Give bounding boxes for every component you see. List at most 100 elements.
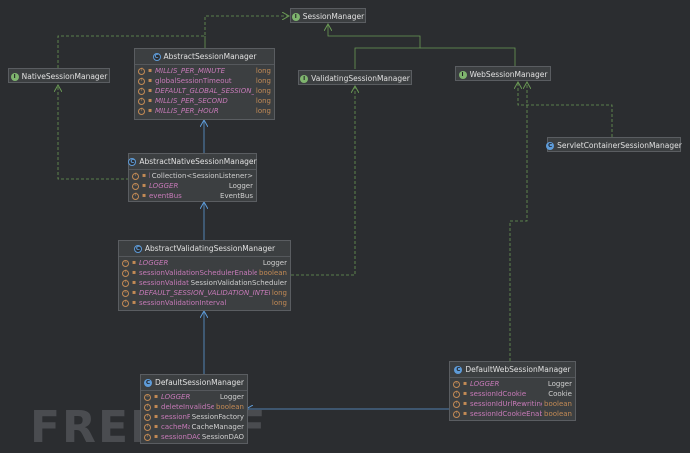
field-icon: f	[144, 423, 151, 431]
field-name: sessionDAO	[161, 433, 200, 441]
field-row[interactable]: f▪cacheManagerCacheManager	[144, 422, 244, 432]
field-name: MILLIS_PER_MINUTE	[155, 67, 226, 75]
lock-icon: ▪	[462, 410, 468, 417]
abstract-class-icon: C	[133, 244, 142, 253]
field-type: boolean	[216, 403, 244, 411]
lock-icon: ▪	[141, 182, 147, 189]
node-abstract-native-session-manager[interactable]: C AbstractNativeSessionManager f▪listene…	[128, 153, 257, 202]
node-header: I SessionManager	[291, 9, 365, 24]
field-row[interactable]: f▪listenersCollection<SessionListener>	[132, 171, 253, 181]
node-servlet-container-session-manager[interactable]: C ServletContainerSessionManager	[546, 137, 682, 153]
field-type: Logger	[262, 259, 287, 267]
node-title: AbstractValidatingSessionManager	[144, 243, 276, 253]
field-icon: f	[144, 433, 151, 441]
lock-icon: ▪	[153, 403, 159, 410]
node-header: C ServletContainerSessionManager	[546, 138, 682, 153]
node-title: ServletContainerSessionManager	[557, 140, 682, 150]
field-type: long	[255, 67, 271, 75]
field-type: SessionDAO	[201, 433, 244, 441]
field-row[interactable]: f▪sessionIdUrlRewritingEnabledboolean	[453, 399, 572, 409]
node-title: NativeSessionManager	[21, 71, 108, 81]
node-abstract-validating-session-manager[interactable]: C AbstractValidatingSessionManager s▪LOG…	[118, 240, 291, 311]
abstract-class-icon: C	[152, 52, 161, 61]
field-type: EventBus	[220, 192, 253, 200]
static-field-icon: s	[144, 393, 151, 401]
field-type: long	[271, 299, 287, 307]
node-native-session-manager[interactable]: I NativeSessionManager	[8, 68, 110, 83]
field-type: long	[271, 289, 287, 297]
field-row[interactable]: s▪LOGGER Logger	[122, 258, 287, 268]
lock-icon: ▪	[147, 67, 153, 74]
field-row[interactable]: s▪DEFAULT_SESSION_VALIDATION_INTERVA...l…	[122, 288, 287, 298]
class-icon: C	[454, 365, 463, 374]
field-name: listeners	[149, 171, 150, 181]
field-type: long	[255, 97, 271, 105]
field-row[interactable]: f▪deleteInvalidSessionsboolean	[144, 402, 244, 412]
field-row[interactable]: f▪sessionIdCookieEnabledboolean	[453, 409, 572, 419]
lock-icon: ▪	[462, 400, 468, 407]
field-name: sessionValidationScheduler	[139, 279, 189, 287]
field-name: sessionIdCookie	[470, 390, 527, 398]
node-header: C AbstractValidatingSessionManager	[119, 241, 290, 257]
edge-defaultweb-to-web	[509, 83, 527, 361]
static-field-icon: s	[453, 380, 460, 388]
field-row[interactable]: f▪sessionFactorySessionFactory	[144, 412, 244, 422]
static-field-icon: s	[122, 259, 129, 267]
field-row[interactable]: f▪DEFAULT_GLOBAL_SESSION_TIMEOUTlong	[138, 86, 271, 96]
class-icon: C	[546, 141, 555, 150]
node-validating-session-manager[interactable]: I ValidatingSessionManager	[298, 70, 412, 85]
field-name: LOGGER	[139, 259, 169, 267]
field-type: long	[255, 77, 271, 85]
field-type: Collection<SessionListener>	[151, 172, 253, 180]
field-icon: f	[453, 390, 460, 398]
node-web-session-manager[interactable]: I WebSessionManager	[455, 66, 551, 81]
node-session-manager[interactable]: I SessionManager	[290, 8, 366, 23]
field-row[interactable]: f▪sessionValidationSchedulerSessionValid…	[122, 278, 287, 288]
field-name: DEFAULT_GLOBAL_SESSION_TIMEOUT	[155, 87, 254, 95]
field-type: SessionFactory	[191, 413, 244, 421]
lock-icon: ▪	[153, 433, 159, 440]
node-title: WebSessionManager	[469, 69, 548, 79]
interface-icon: I	[300, 74, 309, 83]
lock-icon: ▪	[131, 299, 137, 306]
field-name: sessionIdCookieEnabled	[470, 410, 542, 418]
field-name: LOGGER	[161, 393, 191, 401]
lock-icon: ▪	[147, 107, 153, 114]
field-icon: f	[138, 77, 145, 85]
field-type: Logger	[228, 182, 253, 190]
field-type: boolean	[259, 269, 287, 277]
edge-servlet-to-web	[518, 83, 613, 137]
interface-icon: I	[10, 72, 19, 81]
field-list: f▪listenersCollection<SessionListener> s…	[129, 170, 256, 203]
interface-icon: I	[458, 70, 467, 79]
field-icon: f	[138, 87, 145, 95]
edge-validating-to-session	[328, 25, 421, 69]
edge-web-to-session	[420, 47, 516, 66]
field-name: globalSessionTimeout	[155, 77, 232, 85]
node-abstract-session-manager[interactable]: C AbstractSessionManager f▪MILLIS_PER_MI…	[134, 48, 275, 120]
node-header: I WebSessionManager	[456, 67, 550, 82]
lock-icon: ▪	[131, 289, 137, 296]
lock-icon: ▪	[462, 390, 468, 397]
lock-icon: ▪	[131, 259, 137, 266]
field-icon: f	[122, 279, 129, 287]
